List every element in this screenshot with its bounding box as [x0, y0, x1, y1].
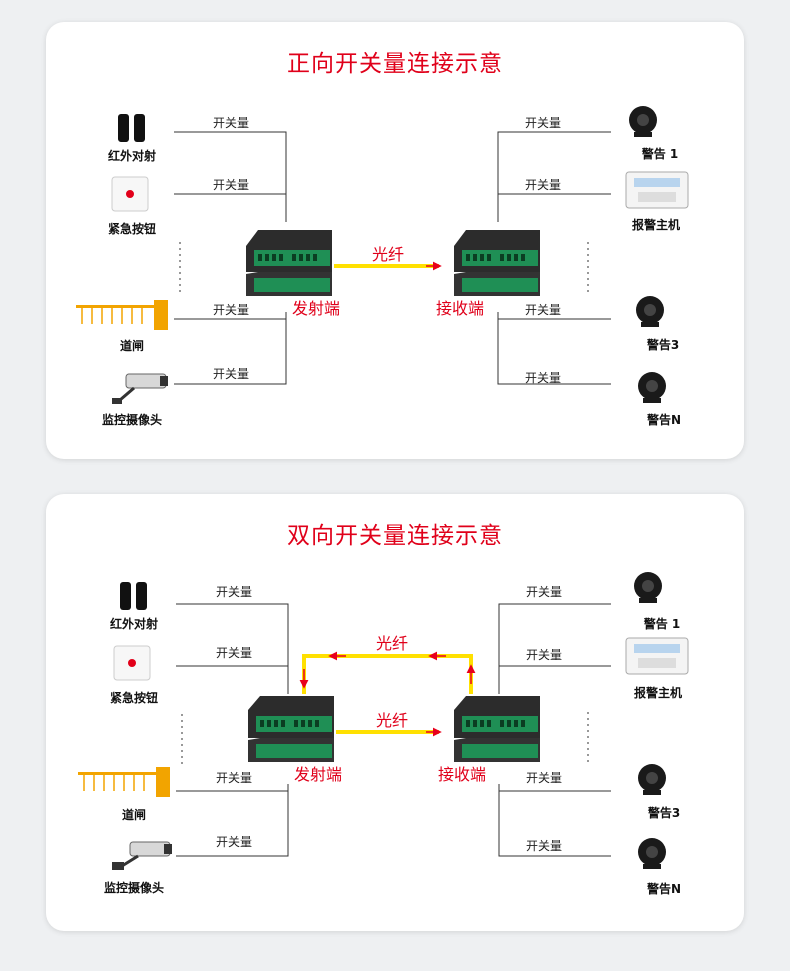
fiber-label: 光纤: [372, 245, 404, 264]
transmitter-device: [248, 696, 334, 762]
switch-label: 开关量: [213, 178, 249, 192]
left-device-label: 红外对射: [110, 616, 158, 631]
bidirectional-diagram: 开关量 开关量 开关量 开关量 开关量 开关量 开关量 开关量 光纤 光纤: [78, 572, 689, 896]
infrared-beam-icon: [118, 114, 145, 142]
return-fiber-link: [302, 654, 473, 694]
right-wiring: [497, 131, 611, 385]
switch-label: 开关量: [213, 367, 249, 381]
surveillance-camera-icon: [112, 373, 168, 404]
alarm-siren-icon: [634, 572, 662, 603]
panel-title: 正向开关量连接示意: [287, 51, 503, 77]
panel-title: 双向开关量连接示意: [287, 523, 503, 549]
alarm-siren-icon: [629, 106, 657, 137]
emergency-button-icon: [113, 645, 151, 681]
switch-label: 开关量: [526, 648, 562, 662]
switch-label: 开关量: [213, 303, 249, 317]
barrier-gate-icon: [78, 767, 170, 797]
alarm-siren-icon: [638, 764, 666, 795]
switch-label: 开关量: [216, 585, 252, 599]
left-device-label: 道闸: [120, 338, 144, 353]
receiver-device: [454, 230, 540, 296]
fiber-label: 光纤: [376, 634, 408, 653]
left-wiring: [176, 603, 289, 857]
right-device-label: 警告 1: [641, 146, 679, 161]
switch-labels: 开关量 开关量 开关量 开关量 开关量 开关量 开关量 开关量: [213, 116, 561, 385]
surveillance-camera-icon: [112, 841, 172, 870]
right-device-label: 报警主机: [634, 685, 682, 700]
right-device-label: 警告 1: [643, 616, 681, 631]
left-device-label: 道闸: [122, 807, 146, 822]
left-device-label: 红外对射: [108, 148, 156, 163]
transmitter-device: [246, 230, 332, 296]
switch-label: 开关量: [525, 178, 561, 192]
fiber-label: 光纤: [376, 711, 408, 730]
switch-label: 开关量: [525, 371, 561, 385]
right-device-label: 警告3: [647, 805, 680, 820]
emergency-button-icon: [111, 176, 149, 212]
switch-label: 开关量: [216, 646, 252, 660]
alarm-host-icon: [625, 637, 689, 675]
alarm-host-icon: [625, 171, 689, 209]
left-wiring: [174, 131, 287, 385]
switch-labels: 开关量 开关量 开关量 开关量 开关量 开关量 开关量 开关量: [216, 585, 562, 853]
right-device-label: 警告N: [646, 412, 681, 427]
receiver-label: 接收端: [438, 765, 486, 784]
infrared-beam-icon: [120, 582, 147, 610]
switch-label: 开关量: [525, 303, 561, 317]
transmitter-label: 发射端: [294, 765, 342, 784]
barrier-gate-icon: [76, 300, 168, 330]
alarm-siren-icon: [636, 296, 664, 327]
switch-label: 开关量: [213, 116, 249, 130]
right-device-label: 警告N: [646, 881, 681, 896]
bidirectional-connection-panel: 双向开关量连接示意 开关量 开关量 开关量 开关量 开: [46, 494, 744, 931]
right-device-label: 报警主机: [632, 217, 680, 232]
transmitter-label: 发射端: [292, 299, 340, 318]
switch-label: 开关量: [216, 835, 252, 849]
switch-label: 开关量: [526, 771, 562, 785]
alarm-siren-icon: [638, 372, 666, 403]
left-device-label: 紧急按钮: [108, 221, 156, 236]
right-wiring: [498, 603, 611, 857]
switch-label: 开关量: [526, 585, 562, 599]
receiver-label: 接收端: [436, 299, 484, 318]
forward-diagram: 开关量 开关量 开关量 开关量 开关量 开关量 开关量 开关量 光纤 发射端: [76, 106, 689, 427]
switch-label: 开关量: [216, 771, 252, 785]
right-device-label: 警告3: [646, 337, 679, 352]
forward-connection-panel: 正向开关量连接示意 开关量 开关量 开关量 开关量 开: [46, 22, 744, 459]
alarm-siren-icon: [638, 838, 666, 869]
switch-label: 开关量: [525, 116, 561, 130]
left-device-label: 监控摄像头: [104, 880, 164, 895]
left-device-label: 紧急按钮: [110, 690, 158, 705]
switch-label: 开关量: [526, 839, 562, 853]
receiver-device: [454, 696, 540, 762]
left-device-label: 监控摄像头: [102, 412, 162, 427]
